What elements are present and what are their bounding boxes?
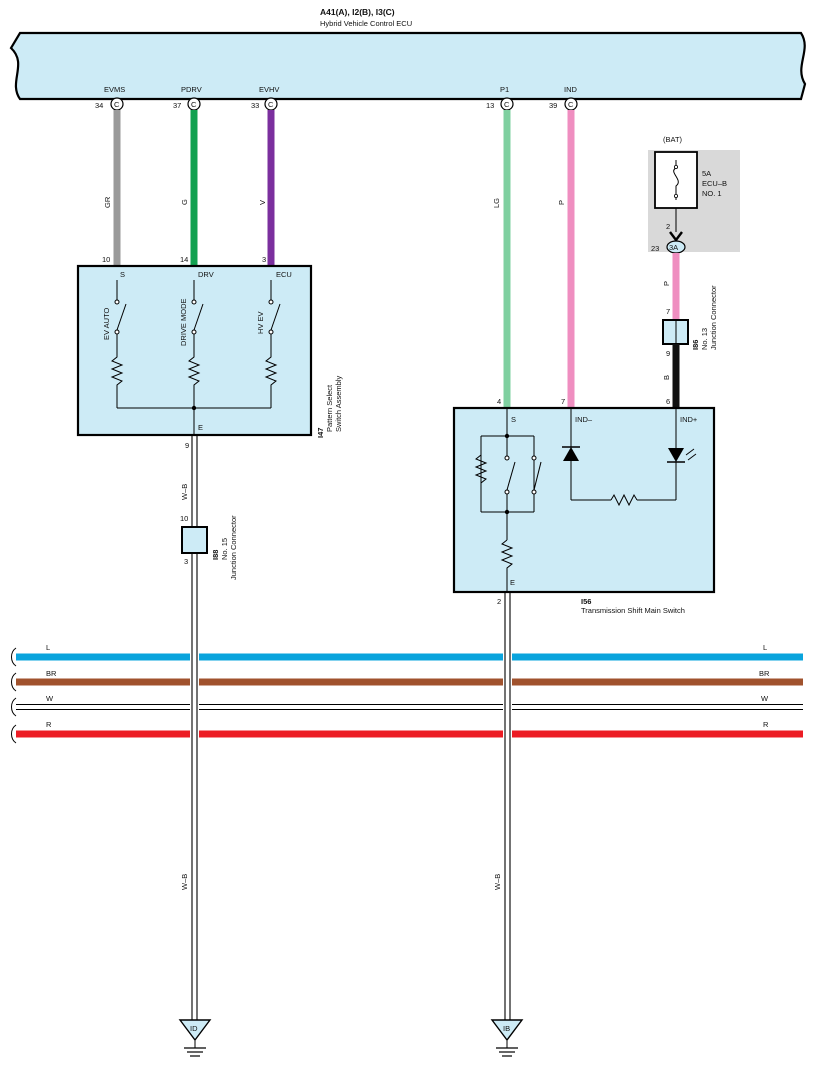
svg-text:ECU–B: ECU–B	[702, 179, 727, 188]
svg-text:C: C	[191, 100, 197, 109]
svg-text:P1: P1	[500, 85, 509, 94]
ecu-pin-pdrv: PDRV 37 C	[173, 85, 202, 111]
svg-text:3: 3	[262, 255, 266, 264]
wire-wb-crossing-left	[190, 650, 199, 740]
svg-text:10: 10	[180, 514, 188, 523]
ground-id: ID	[178, 1019, 212, 1057]
svg-text:IND–: IND–	[575, 415, 593, 424]
svg-text:EVMS: EVMS	[104, 85, 125, 94]
pattern-select-switch: 10 14 3 S DRV ECU EV AUTO DRIVE M	[76, 255, 313, 450]
svg-text:Pattern Select: Pattern Select	[325, 384, 334, 432]
svg-text:No. 13: No. 13	[700, 328, 709, 350]
svg-text:3: 3	[184, 557, 188, 566]
svg-text:BR: BR	[46, 669, 57, 678]
svg-text:C: C	[504, 100, 510, 109]
svg-text:(BAT): (BAT)	[663, 135, 683, 144]
svg-text:9: 9	[666, 349, 670, 358]
switch-ev-auto-label: EV AUTO	[102, 307, 111, 340]
svg-text:4: 4	[497, 397, 501, 406]
svg-text:L: L	[763, 643, 767, 652]
svg-text:7: 7	[666, 307, 670, 316]
svg-text:13: 13	[486, 101, 494, 110]
svg-text:ID: ID	[190, 1024, 198, 1033]
svg-text:No. 15: No. 15	[220, 538, 229, 560]
svg-text:DRV: DRV	[198, 270, 214, 279]
svg-text:NO. 1: NO. 1	[702, 189, 722, 198]
shift-switch-id: I56	[581, 597, 591, 606]
svg-text:3A: 3A	[669, 243, 678, 252]
svg-text:R: R	[763, 720, 769, 729]
wire-label-gr: GR	[103, 196, 112, 208]
svg-text:14: 14	[180, 255, 188, 264]
svg-text:IB: IB	[503, 1024, 510, 1033]
junction-connector-13: 7 9 I86 No. 13 Junction Connector	[662, 285, 718, 358]
svg-text:EVHV: EVHV	[259, 85, 279, 94]
svg-text:C: C	[114, 100, 120, 109]
svg-text:S: S	[120, 270, 125, 279]
svg-text:I86: I86	[691, 340, 700, 350]
svg-text:S: S	[511, 415, 516, 424]
transmission-shift-main-switch: 4 7 6 S IND– IND+	[452, 397, 716, 606]
svg-text:C: C	[268, 100, 274, 109]
ecu-pin-p1: P1 13 C	[486, 85, 514, 111]
svg-text:6: 6	[666, 397, 670, 406]
bus-br: BR BR	[11, 669, 803, 692]
wire-label-wb-lower-left: W–B	[180, 874, 189, 890]
switch-hv-ev-label: HV EV	[256, 311, 265, 334]
ground-ib: IB	[490, 1019, 524, 1057]
svg-text:IND+: IND+	[680, 415, 698, 424]
wire-wb-crossing-right	[503, 650, 512, 740]
svg-text:I47: I47	[316, 428, 325, 438]
wire-label-b: B	[662, 375, 671, 380]
bus-l: L L	[11, 643, 803, 667]
wire-label-p: P	[557, 200, 566, 205]
wire-label-wb-lower-right: W–B	[493, 874, 502, 890]
svg-text:Switch Assembly: Switch Assembly	[334, 375, 343, 432]
wire-label-p-fuse: P	[662, 281, 671, 286]
svg-text:23: 23	[651, 244, 659, 253]
svg-text:C: C	[568, 100, 574, 109]
wire-label-v: V	[258, 200, 267, 205]
pattern-select-switch-caption: I47 Pattern Select Switch Assembly	[316, 375, 343, 438]
switch-drive-mode-label: DRIVE MODE	[179, 298, 188, 346]
svg-text:2: 2	[497, 597, 501, 606]
svg-text:Junction Connector: Junction Connector	[709, 285, 718, 350]
svg-text:W: W	[46, 694, 54, 703]
svg-text:9: 9	[185, 441, 189, 450]
svg-text:10: 10	[102, 255, 110, 264]
svg-text:PDRV: PDRV	[181, 85, 202, 94]
ecu-pin-evms: EVMS 34 C	[95, 85, 125, 111]
svg-text:ECU: ECU	[276, 270, 292, 279]
svg-text:5A: 5A	[702, 169, 711, 178]
svg-text:39: 39	[549, 101, 557, 110]
ecu-pin-evhv: EVHV 33 C	[251, 85, 279, 111]
svg-text:33: 33	[251, 101, 259, 110]
wire-label-lg: LG	[492, 198, 501, 208]
wire-label-g: G	[180, 199, 189, 205]
wire-label-wb-upper: W–B	[180, 484, 189, 500]
junction-connector-15: 10 3 I88 No. 15 Junction Connector	[180, 514, 238, 580]
fuse-ecu-b: (BAT) 5A ECU–B NO. 1 2 23 3A	[648, 135, 740, 254]
svg-text:34: 34	[95, 101, 103, 110]
svg-text:BR: BR	[759, 669, 770, 678]
ecu-body	[9, 31, 807, 101]
svg-text:W: W	[761, 694, 769, 703]
svg-text:7: 7	[561, 397, 565, 406]
shift-switch-name: Transmission Shift Main Switch	[581, 606, 685, 615]
ecu-connectors-label: A41(A), I2(B), I3(C)	[320, 7, 395, 17]
svg-text:R: R	[46, 720, 52, 729]
svg-text:E: E	[510, 578, 515, 587]
ecu-name-label: Hybrid Vehicle Control ECU	[320, 19, 412, 28]
svg-text:37: 37	[173, 101, 181, 110]
svg-text:2: 2	[666, 222, 670, 231]
svg-text:IND: IND	[564, 85, 578, 94]
svg-text:I88: I88	[211, 550, 220, 560]
bus-w: W W	[11, 694, 803, 717]
svg-text:L: L	[46, 643, 50, 652]
svg-text:Junction Connector: Junction Connector	[229, 515, 238, 580]
bus-r: R R	[11, 720, 803, 744]
svg-text:E: E	[198, 423, 203, 432]
